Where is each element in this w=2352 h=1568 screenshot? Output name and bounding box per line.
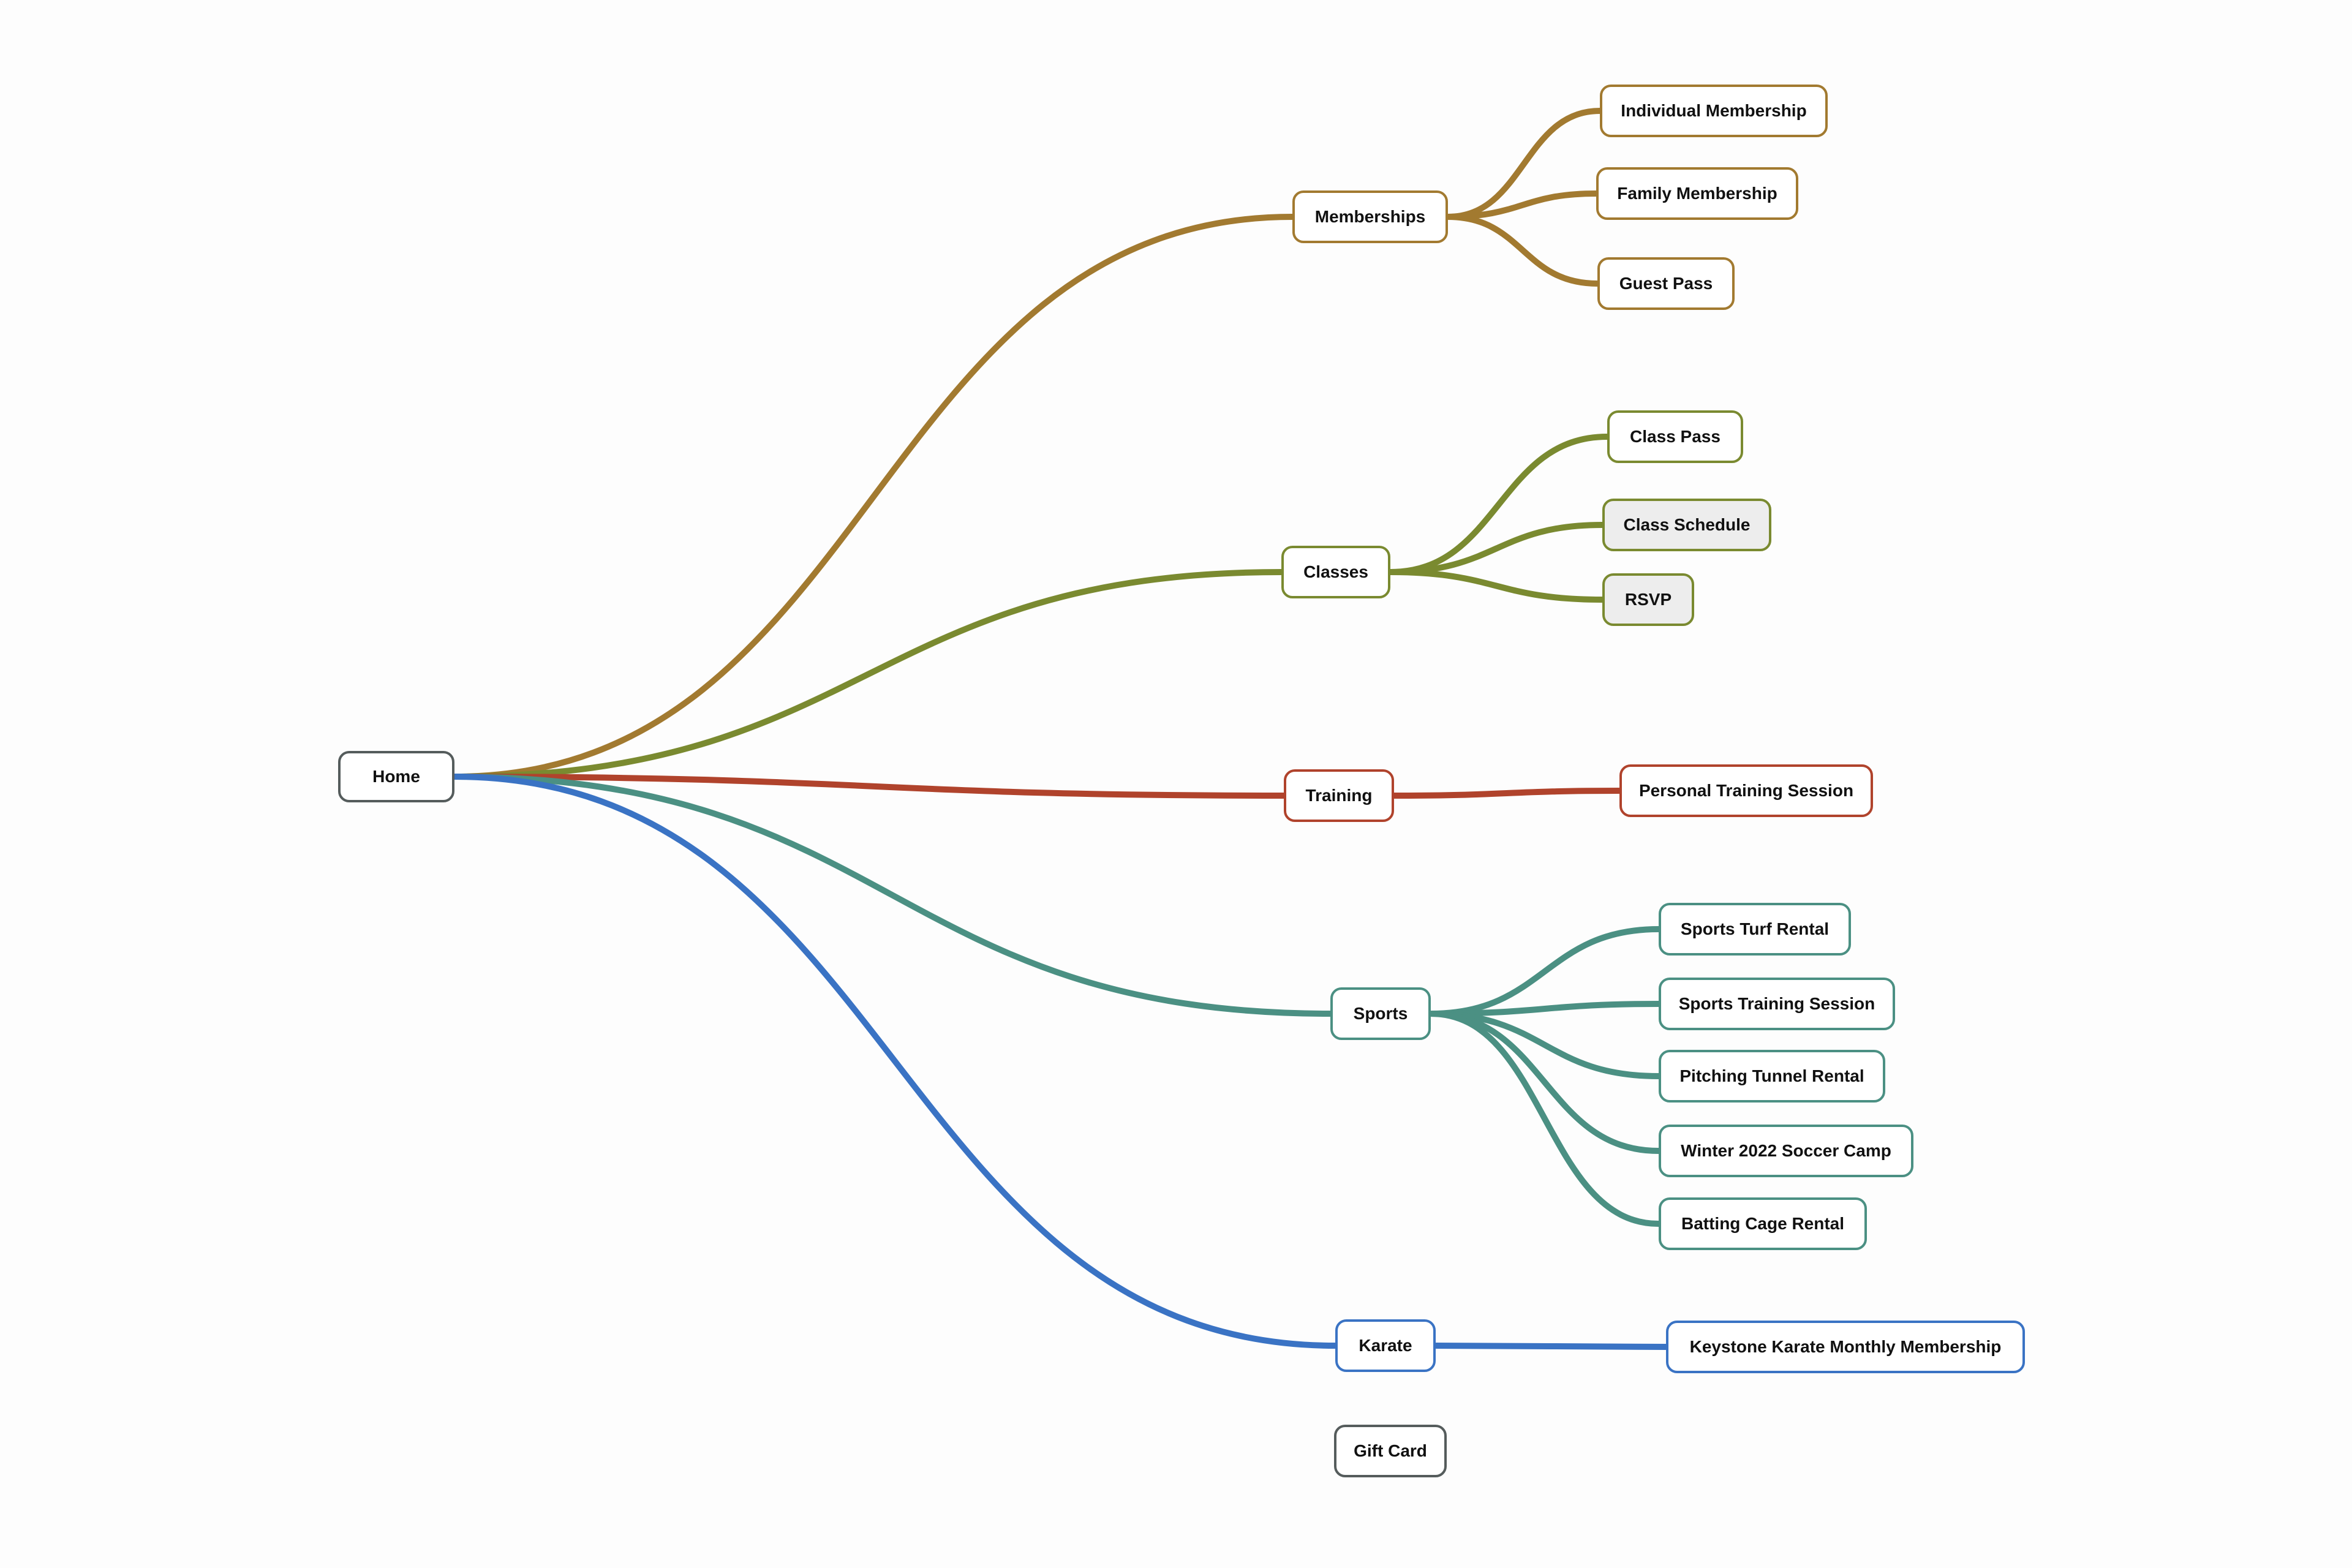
node-gift-card[interactable]: Gift Card bbox=[1334, 1425, 1447, 1477]
node-individual-membership[interactable]: Individual Membership bbox=[1600, 85, 1828, 137]
node-guest-pass[interactable]: Guest Pass bbox=[1597, 257, 1735, 310]
connector-sports-to-sportstraining bbox=[1428, 1001, 1662, 1017]
node-classes[interactable]: Classes bbox=[1281, 546, 1390, 598]
node-winter-2022-soccer-camp[interactable]: Winter 2022 Soccer Camp bbox=[1659, 1125, 1913, 1177]
node-sports-training-session[interactable]: Sports Training Session bbox=[1659, 978, 1895, 1030]
node-sports-turf-rental[interactable]: Sports Turf Rental bbox=[1659, 903, 1851, 956]
connector-classes-to-classschedule bbox=[1387, 522, 1605, 575]
connector-memberships-to-individual bbox=[1445, 108, 1603, 220]
connector-home-to-sports bbox=[451, 774, 1333, 1017]
connector-memberships-to-guest bbox=[1445, 214, 1600, 287]
node-label: Pitching Tunnel Rental bbox=[1679, 1066, 1864, 1085]
node-label: Keystone Karate Monthly Membership bbox=[1689, 1337, 2002, 1356]
node-sports[interactable]: Sports bbox=[1330, 987, 1431, 1040]
connector-classes-to-classpass bbox=[1387, 434, 1610, 575]
node-label: Guest Pass bbox=[1619, 274, 1713, 293]
node-label: Classes bbox=[1303, 562, 1368, 581]
node-class-pass[interactable]: Class Pass bbox=[1607, 410, 1743, 463]
node-home[interactable]: Home bbox=[338, 751, 454, 802]
node-label: Winter 2022 Soccer Camp bbox=[1681, 1141, 1891, 1160]
node-label: Class Schedule bbox=[1623, 515, 1751, 534]
connector-home-to-training bbox=[451, 774, 1287, 799]
node-label: Class Pass bbox=[1630, 427, 1721, 446]
connector-classes-to-rsvp bbox=[1387, 569, 1605, 603]
node-training[interactable]: Training bbox=[1284, 769, 1394, 822]
connector-memberships-to-family bbox=[1445, 190, 1599, 220]
node-memberships[interactable]: Memberships bbox=[1292, 190, 1448, 243]
node-karate[interactable]: Karate bbox=[1335, 1319, 1436, 1372]
node-rsvp[interactable]: RSVP bbox=[1602, 573, 1694, 626]
node-class-schedule[interactable]: Class Schedule bbox=[1602, 499, 1771, 551]
connector-home-to-memberships bbox=[451, 214, 1295, 780]
node-personal-training-session[interactable]: Personal Training Session bbox=[1619, 764, 1873, 817]
connector-sports-to-batting bbox=[1428, 1011, 1662, 1227]
connector-sports-to-pitching bbox=[1428, 1011, 1662, 1079]
node-label: Karate bbox=[1359, 1336, 1412, 1355]
connector-home-to-karate bbox=[451, 774, 1338, 1349]
node-label: Gift Card bbox=[1354, 1441, 1427, 1460]
node-pitching-tunnel-rental[interactable]: Pitching Tunnel Rental bbox=[1659, 1050, 1885, 1102]
node-family-membership[interactable]: Family Membership bbox=[1596, 167, 1798, 220]
node-label: Memberships bbox=[1314, 207, 1426, 226]
node-label: Sports Training Session bbox=[1678, 994, 1875, 1013]
node-label: Family Membership bbox=[1617, 184, 1777, 203]
node-label: Home bbox=[372, 767, 420, 786]
connector-karate-to-keystone bbox=[1433, 1343, 1669, 1350]
node-label: Sports bbox=[1353, 1004, 1408, 1023]
connector-home-to-classes bbox=[451, 569, 1284, 780]
connector-training-to-personal bbox=[1391, 788, 1623, 799]
connector-sports-to-soccer bbox=[1428, 1011, 1662, 1154]
node-label: Personal Training Session bbox=[1638, 781, 1854, 800]
node-batting-cage-rental[interactable]: Batting Cage Rental bbox=[1659, 1197, 1867, 1250]
node-label: Batting Cage Rental bbox=[1681, 1214, 1845, 1233]
node-label: Training bbox=[1305, 786, 1373, 805]
node-label: Individual Membership bbox=[1621, 101, 1807, 120]
connector-sports-to-turf bbox=[1428, 926, 1662, 1017]
node-keystone-karate-monthly-membership[interactable]: Keystone Karate Monthly Membership bbox=[1666, 1321, 2025, 1373]
node-label: Sports Turf Rental bbox=[1680, 919, 1830, 938]
node-label: RSVP bbox=[1624, 590, 1672, 609]
